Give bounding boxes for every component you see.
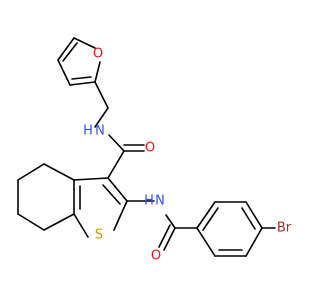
atom-amide-hydrogen-mid: H — [144, 194, 154, 209]
bond-lower-carbonyl-o — [163, 227, 176, 251]
bond-furan-1 — [57, 37, 75, 61]
bond-thio-1 — [73, 213, 89, 238]
bond-n-carbonyl — [108, 134, 125, 152]
bond-phenyl-3-double — [241, 207, 256, 230]
atom-bromine: Br — [277, 221, 292, 236]
bond-furan-3 — [94, 61, 101, 83]
bond-ring-2 — [43, 163, 75, 181]
bond-lower-carbonyl-o-double — [158, 224, 171, 248]
atom-sulfur: S — [95, 228, 103, 243]
bond-thio-2 — [107, 177, 128, 202]
bond-ring-1 — [73, 177, 109, 181]
atom-amide-nitrogen-top: N — [95, 124, 105, 139]
bond-furan-4 — [69, 81, 96, 86]
bond-furan-4-double — [71, 76, 92, 80]
bond-phenyl-6 — [196, 227, 216, 257]
bond-furan-5 — [57, 59, 71, 86]
atom-amide-hydrogen-top: H — [83, 124, 93, 139]
bond-ring-3 — [17, 163, 45, 181]
bond-phenyl-3 — [245, 201, 263, 229]
bond-thio-3 — [113, 200, 128, 231]
atom-furan-oxygen: O — [93, 47, 103, 62]
bond-ring-5 — [17, 213, 45, 231]
atom-amide-oxygen-bottom: O — [151, 249, 161, 264]
bond-phenyl-1-double — [202, 207, 219, 231]
atom-amide-oxygen-top: O — [145, 141, 155, 156]
molecule-structure-diagram: O N H O N H S O Br — [17, 37, 292, 264]
atom-labels: O N H O N H S O Br — [83, 47, 292, 264]
bonds — [17, 37, 276, 257]
atom-amide-nitrogen-mid: N — [155, 194, 165, 209]
bond-furan-2 — [73, 37, 96, 49]
bond-carbonyl-ring — [107, 150, 125, 179]
bond-phenyl-1 — [196, 201, 216, 229]
bond-ring-6 — [43, 213, 75, 231]
bond-n-lower-carbonyl — [165, 214, 176, 229]
bond-thio-2-double — [102, 184, 121, 205]
bond-furan-ch2 — [94, 81, 109, 109]
bond-furan-1-double — [62, 42, 78, 62]
bond-phenyl-4 — [245, 227, 263, 257]
bond-ch2-n — [94, 107, 109, 128]
